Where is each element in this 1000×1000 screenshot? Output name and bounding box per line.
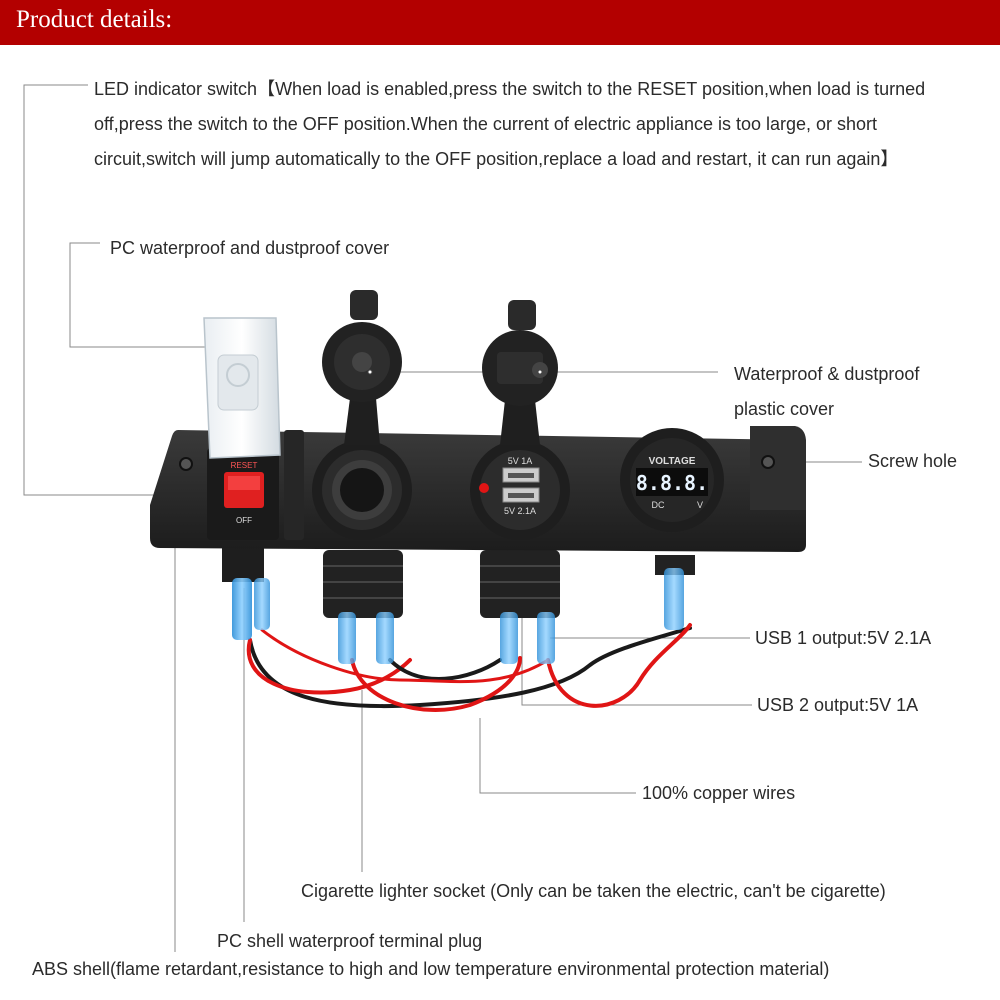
label-usb2: USB 2 output:5V 1A [757,695,919,715]
usb-socket: 5V 1A 5V 2.1A [470,300,570,540]
label-cig-socket: Cigarette lighter socket (Only can be ta… [301,881,886,901]
page-title: Product details: [16,6,173,33]
usb-led-icon [479,483,489,493]
label-copper-wires: 100% copper wires [642,783,796,803]
switch-terminal-housing [222,548,264,582]
label-led-switch: LED indicator switch【When load is enable… [94,79,926,169]
wires [246,623,692,712]
screw-hole-icon [761,455,775,469]
usb-top-text: 5V 1A [508,456,533,466]
label-pc-cover: PC waterproof and dustproof cover [110,238,390,258]
switch-reset-text: RESET [231,461,258,470]
leader-led-switch [23,84,215,496]
label-abs-shell: ABS shell(flame retardant,resistance to … [32,959,830,979]
leader-copper [479,718,636,794]
voltmeter-dc: DC [652,500,665,510]
leader-dots [367,369,543,375]
label-usb1: USB 1 output:5V 2.1A [755,628,932,648]
voltmeter-digits: 8.8.8. [636,471,708,495]
terminals [232,568,684,664]
screw-hole-left-icon [179,457,193,471]
led-switch: RESET OFF [207,430,304,540]
cig-cap-icon [352,352,372,372]
screw-hole-mount [750,426,806,510]
socket-threads [222,548,695,618]
leader-pc-cover [69,242,245,348]
voltmeter-title: VOLTAGE [649,456,696,467]
pc-cover [203,317,281,459]
voltmeter-v: V [697,500,703,510]
usb-bottom-text: 5V 2.1A [504,506,536,516]
voltmeter: VOLTAGE 8.8.8. DC V [620,428,724,532]
cig-socket [312,290,412,540]
label-plastic-cover-1: Waterproof & dustproof [734,364,920,384]
label-screw-hole: Screw hole [868,451,958,471]
switch-off-text: OFF [236,516,252,525]
label-terminal-plug: PC shell waterproof terminal plug [217,931,483,951]
header-bar: Product details: [0,0,1000,45]
label-plastic-cover-2: plastic cover [734,399,835,419]
